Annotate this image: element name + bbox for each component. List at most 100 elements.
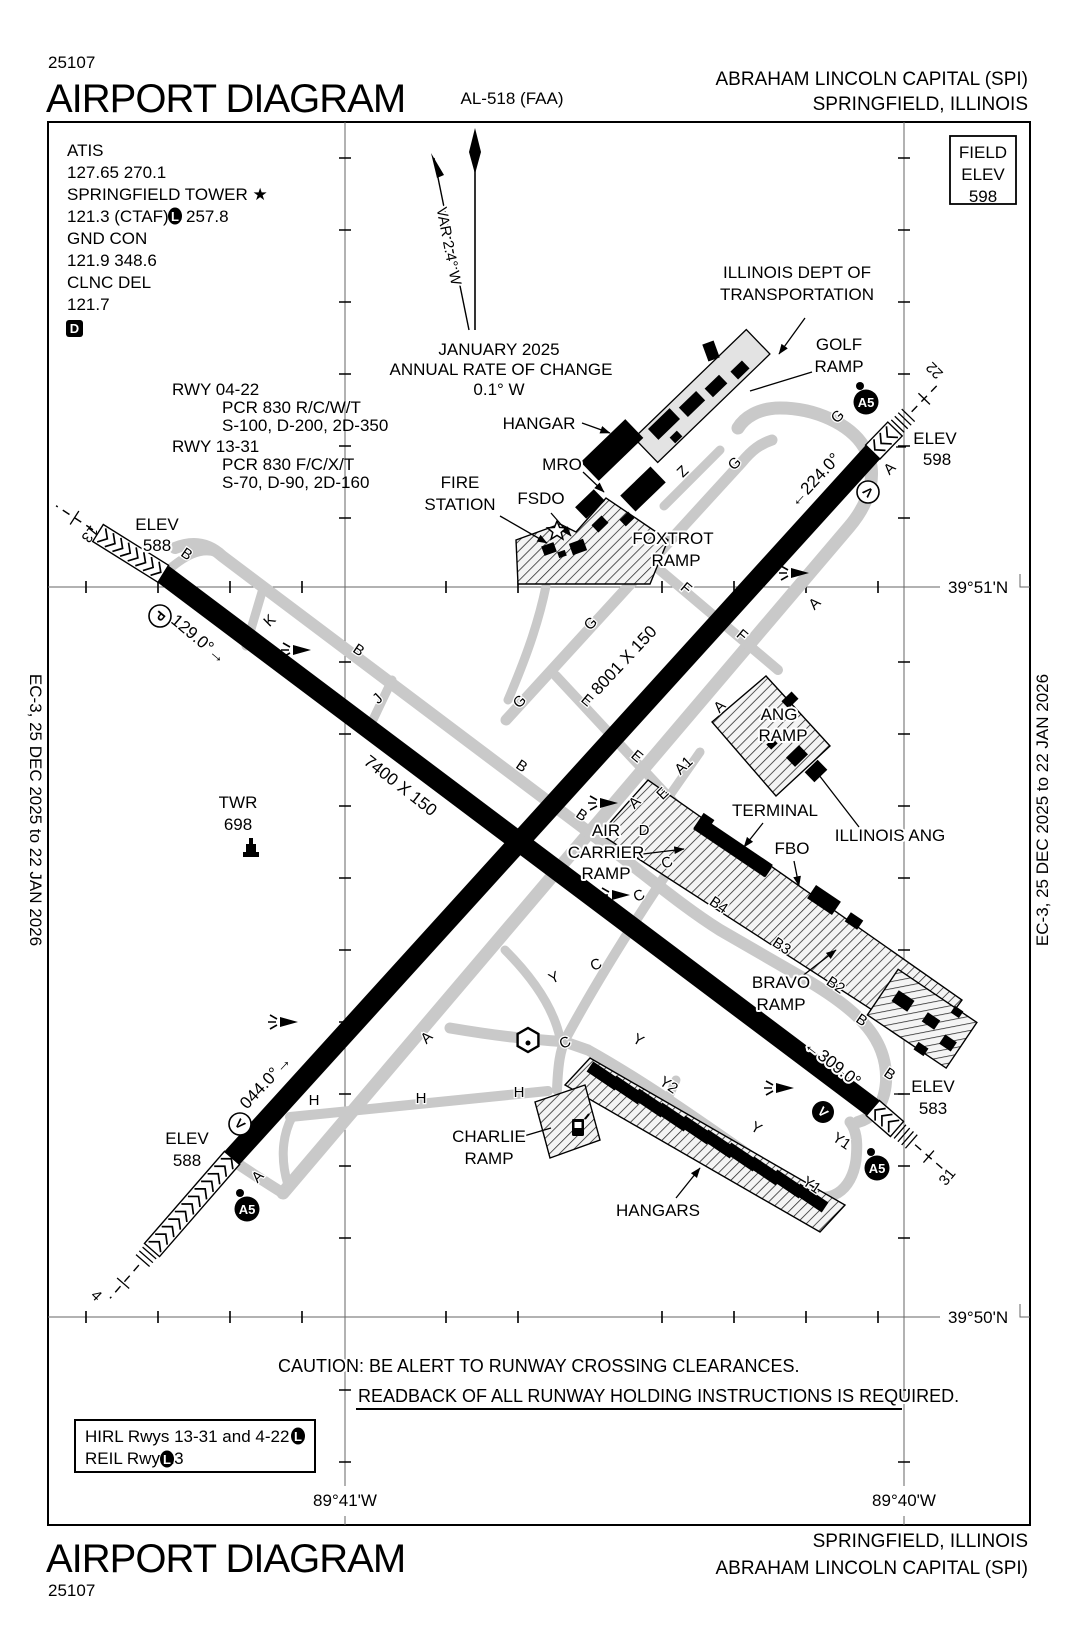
graticule-lines bbox=[48, 122, 1030, 1525]
page-title: AIRPORT DIAGRAM bbox=[46, 77, 405, 121]
runway-13-31 bbox=[156, 566, 880, 1116]
foxtrot-ramp-label-2: RAMP bbox=[651, 551, 700, 570]
header: 25107 AIRPORT DIAGRAM AL-518 (FAA) ABRAH… bbox=[46, 53, 1028, 121]
fire-station-label-1: FIRE bbox=[441, 473, 480, 492]
rwy1-label: RWY 04-22 bbox=[172, 380, 259, 399]
bravo-ramp-label-2: RAMP bbox=[756, 995, 805, 1014]
rwy22-number: 22 bbox=[923, 358, 947, 382]
fbo-label: FBO bbox=[775, 839, 810, 858]
air-carrier-bravo-apron bbox=[598, 779, 963, 1047]
air-carrier-label-1: AIR bbox=[592, 821, 620, 840]
clnc-label: CLNC DEL bbox=[67, 273, 151, 292]
comm-frequencies: ATIS 127.65 270.1 SPRINGFIELD TOWER ★ 12… bbox=[66, 141, 268, 337]
taxiway-z-path bbox=[659, 445, 725, 511]
badges: A5 A5 A5 P V V V bbox=[148, 382, 890, 1222]
taxiway-label: H bbox=[416, 1090, 427, 1107]
charlie-leader bbox=[523, 1127, 552, 1137]
edge-effective-dates-left: EC-3, 25 DEC 2025 to 22 JAN 2026 bbox=[26, 674, 45, 946]
reil-note: REIL Rwy 13 bbox=[85, 1449, 184, 1468]
chart-number: 25107 bbox=[48, 53, 95, 72]
rwy31-elev-value: 583 bbox=[919, 1099, 947, 1118]
hangar-mro-buildings bbox=[575, 419, 666, 533]
field-elev-box: FIELD ELEV 598 bbox=[949, 135, 1017, 206]
ang-ramp-label-1: ANG bbox=[761, 705, 798, 724]
rwy13-extension bbox=[55, 505, 94, 531]
variation-rate-label: ANNUAL RATE OF CHANGE bbox=[390, 360, 613, 379]
compass-pad-icon bbox=[516, 1026, 540, 1054]
bravo-ramp-label-1: BRAVO bbox=[752, 973, 810, 992]
taxiway-label: Y bbox=[748, 1118, 765, 1138]
rwy22-threshold-chevrons bbox=[864, 421, 904, 460]
windsock-icon bbox=[588, 795, 618, 811]
ctaf-freq2: 257.8 bbox=[186, 207, 229, 226]
a5-hold-badge: A5 bbox=[864, 1148, 890, 1181]
air-carrier-arrow bbox=[642, 846, 685, 855]
taxiway-label: A bbox=[417, 1028, 436, 1047]
terminal-label: TERMINAL bbox=[732, 801, 818, 820]
leader-arrows bbox=[499, 317, 860, 1199]
rwy1-codes: S-100, D-200, 2D-350 bbox=[222, 416, 388, 435]
variation-rate-value: 0.1° W bbox=[473, 380, 524, 399]
a5-hold-badge: A5 bbox=[234, 1189, 260, 1222]
fbo-arrow bbox=[793, 860, 801, 887]
lighting-l-letter: L bbox=[163, 1452, 171, 1467]
taxiway-label: A bbox=[805, 594, 824, 613]
variation-block: VAR 2.4° W JANUARY 2025 ANNUAL RATE OF C… bbox=[390, 128, 613, 399]
variation-value: VAR 2.4° W bbox=[433, 206, 465, 288]
rwy13-number: 13 bbox=[78, 522, 102, 546]
field-elev-label2: ELEV bbox=[961, 165, 1005, 184]
windsock-icon bbox=[600, 887, 630, 903]
fsdo-arrow bbox=[550, 512, 572, 537]
caution-line-1: CAUTION: BE ALERT TO RUNWAY CROSSING CLE… bbox=[278, 1356, 799, 1376]
ang-ramp-apron bbox=[711, 675, 831, 798]
rwy22-extension bbox=[890, 385, 938, 433]
terminal-fbo-buildings bbox=[693, 812, 964, 1057]
taxiway-h-path bbox=[285, 1086, 553, 1122]
hangar-row-buildings bbox=[586, 1061, 829, 1213]
footer-airport-name: ABRAHAM LINCOLN CAPITAL (SPI) bbox=[715, 1558, 1028, 1579]
footer: AIRPORT DIAGRAM 25107 SPRINGFIELD, ILLIN… bbox=[46, 1531, 1028, 1600]
rwy13-displaced-threshold bbox=[91, 523, 170, 584]
lighting-l-icon bbox=[291, 1427, 305, 1445]
terminal-arrow bbox=[743, 822, 764, 848]
clnc-freq: 121.7 bbox=[67, 295, 110, 314]
rwy31-extension bbox=[893, 1124, 943, 1169]
runway-data-block: RWY 04-22 PCR 830 R/C/W/T S-100, D-200, … bbox=[172, 380, 388, 492]
hangars-label: HANGARS bbox=[616, 1201, 700, 1220]
mro-arrow bbox=[582, 471, 605, 493]
control-tower-icon bbox=[243, 838, 259, 857]
variation-arrowhead-icon bbox=[431, 153, 444, 178]
taxiway-y-stub bbox=[500, 945, 565, 1043]
lat-39-50-label: 39°50'N bbox=[948, 1308, 1008, 1327]
rwy4-displaced-threshold bbox=[143, 1150, 241, 1258]
rwy4-elev-value: 588 bbox=[173, 1151, 201, 1170]
foxtrot-ramp-label-1: FOXTROT bbox=[632, 529, 713, 548]
a5-label: A5 bbox=[869, 1161, 886, 1176]
golf-ramp-label-1: GOLF bbox=[816, 335, 862, 354]
taxiway-label: H bbox=[514, 1084, 525, 1101]
tower-name: SPRINGFIELD TOWER ★ bbox=[67, 185, 268, 204]
charlie-ramp-label-2: RAMP bbox=[464, 1149, 513, 1168]
lighting-l-letter: L bbox=[171, 209, 179, 224]
lighting-l-icon bbox=[160, 1450, 174, 1468]
footer-chart-number: 25107 bbox=[48, 1581, 95, 1600]
d-atis-icon bbox=[66, 320, 83, 337]
papi-symbol: P bbox=[148, 604, 172, 628]
mro-label: MRO bbox=[542, 455, 582, 474]
graticule-ticks bbox=[85, 157, 910, 1463]
lon-89-41-label: 89°41'W bbox=[313, 1491, 377, 1510]
field-elev-label1: FIELD bbox=[959, 143, 1007, 162]
windsock-icon bbox=[268, 1014, 298, 1030]
taxiway-label: D bbox=[639, 822, 650, 839]
vgsi-symbol-filled: V bbox=[812, 1101, 834, 1123]
rwy31-threshold-chevrons bbox=[865, 1099, 905, 1138]
north-arrowhead-icon bbox=[469, 128, 481, 174]
taxiway-j-path bbox=[365, 675, 397, 731]
fire-station-fsdo-buildings bbox=[541, 538, 588, 559]
rwy4-number: 4 bbox=[87, 1287, 105, 1305]
tower-elevation: 698 bbox=[224, 815, 252, 834]
field-elev-value: 598 bbox=[969, 187, 997, 206]
bravo-arrow bbox=[800, 949, 837, 978]
rwy22-elev-label: ELEV bbox=[913, 429, 957, 448]
buildings bbox=[541, 340, 964, 1213]
